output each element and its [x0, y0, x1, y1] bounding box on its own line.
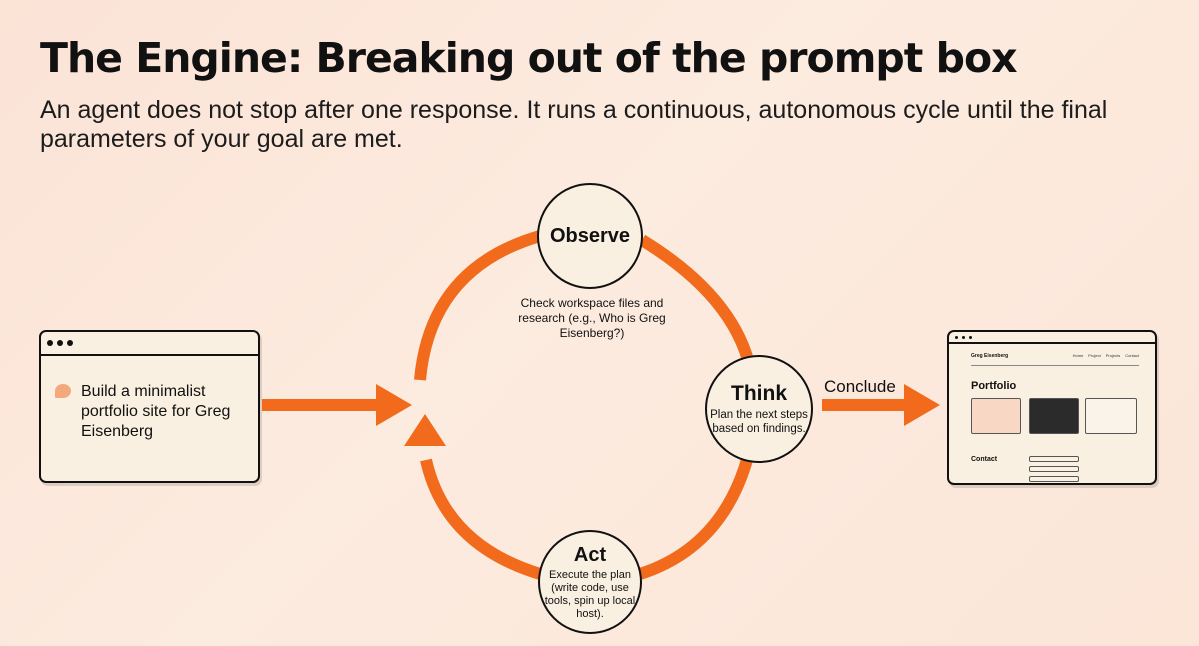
window-titlebar	[949, 332, 1155, 344]
window-dot-icon	[57, 340, 63, 346]
site-nav-link: Project	[1088, 353, 1101, 358]
act-description: Execute the plan (write code, use tools,…	[544, 568, 636, 620]
window-titlebar	[41, 332, 258, 356]
think-node: Think Plan the next steps based on findi…	[705, 355, 813, 463]
site-nav-link: Projects	[1105, 353, 1121, 358]
window-dot-icon	[955, 335, 958, 339]
chat-bubble-icon	[55, 384, 71, 398]
site-nav-link: Home	[1072, 353, 1084, 358]
arrowhead-loop	[404, 414, 446, 446]
arc-loop-to-observe	[414, 230, 542, 381]
contact-field	[1029, 476, 1079, 482]
act-title: Act	[573, 543, 607, 566]
arrowhead-input	[376, 384, 412, 426]
site-nav: Greg Eisenberg Home Project Projects Con…	[971, 353, 1139, 366]
window-dot-icon	[969, 335, 972, 339]
arrowhead-conclude	[904, 384, 940, 426]
project-card	[1029, 398, 1079, 434]
prompt-text: Build a minimalist portfolio site for Gr…	[81, 383, 231, 440]
contact-field	[1029, 466, 1079, 472]
think-title: Think	[731, 382, 787, 405]
site-heading: Portfolio	[971, 380, 1017, 392]
think-description: Plan the next steps based on findings.	[710, 409, 808, 435]
contact-field	[1029, 456, 1079, 462]
project-card	[971, 398, 1021, 434]
conclude-label: Conclude	[824, 377, 896, 396]
project-card	[1085, 398, 1137, 434]
arc-act-to-loop	[420, 458, 542, 580]
site-nav-link: Contact	[1125, 353, 1139, 358]
observe-node: Observe	[537, 183, 643, 289]
site-nav-links: Home Project Projects Contact	[1073, 353, 1139, 358]
observe-description: Check workspace files and research (e.g.…	[518, 296, 666, 340]
act-node: Act Execute the plan (write code, use to…	[538, 530, 642, 634]
window-dot-icon	[47, 340, 53, 346]
prompt-window: Build a minimalist portfolio site for Gr…	[39, 330, 260, 483]
page-title: The Engine: Breaking out of the prompt b…	[40, 34, 1018, 82]
site-contact-heading: Contact	[971, 456, 998, 463]
arc-think-to-act	[638, 438, 758, 580]
portfolio-site-window: Greg Eisenberg Home Project Projects Con…	[947, 330, 1157, 485]
window-dot-icon	[67, 340, 73, 346]
site-brand: Greg Eisenberg	[971, 353, 1009, 359]
observe-title: Observe	[549, 224, 631, 247]
page-subtitle: An agent does not stop after one respons…	[40, 96, 1108, 153]
window-dot-icon	[962, 335, 965, 339]
